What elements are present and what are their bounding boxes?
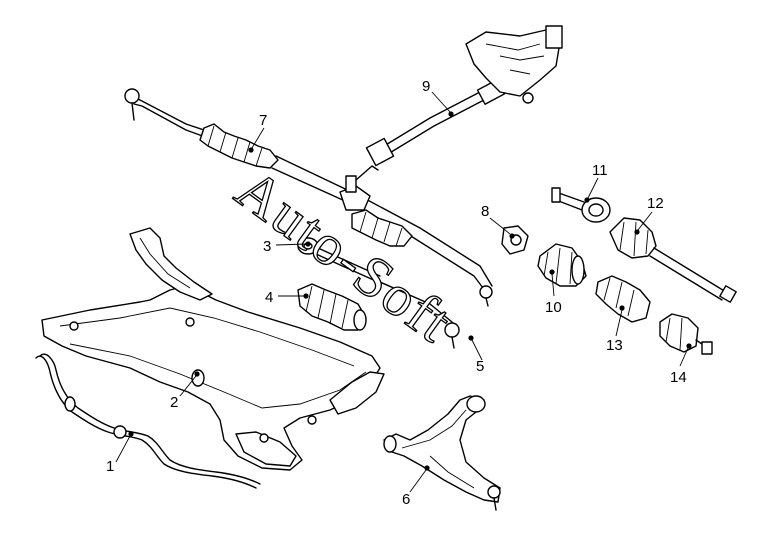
steering-rack-boot (297, 283, 367, 331)
tie-rod-end (379, 281, 460, 349)
outer-cv-joint (659, 313, 713, 355)
steering-column-shaft (365, 25, 563, 167)
callout-14: 14 (670, 369, 687, 386)
callout-2: 2 (170, 394, 178, 411)
callout-3: 3 (263, 238, 271, 255)
inner-cv-joint (551, 187, 611, 223)
callout-13: 13 (606, 337, 623, 354)
callout-5: 5 (476, 358, 484, 375)
callout-6: 6 (402, 491, 410, 508)
callout-8: 8 (481, 203, 489, 220)
callout-9: 9 (422, 78, 430, 95)
front-subframe (41, 227, 385, 471)
steering-rack (124, 88, 493, 307)
lower-control-arm (383, 395, 501, 511)
callout-labels: 1 2 3 4 5 6 7 8 9 10 11 12 13 14 (106, 78, 687, 508)
callout-1: 1 (106, 458, 114, 475)
callout-10: 10 (545, 299, 562, 316)
callout-7: 7 (259, 112, 267, 129)
inner-cv-boot (537, 243, 587, 287)
callout-4: 4 (265, 289, 273, 306)
callout-11: 11 (592, 162, 608, 179)
drive-shaft (609, 217, 737, 303)
stabilizer-bar (35, 353, 261, 489)
callout-leaders (115, 91, 692, 493)
callout-12: 12 (647, 195, 664, 212)
outer-cv-boot (595, 275, 651, 323)
